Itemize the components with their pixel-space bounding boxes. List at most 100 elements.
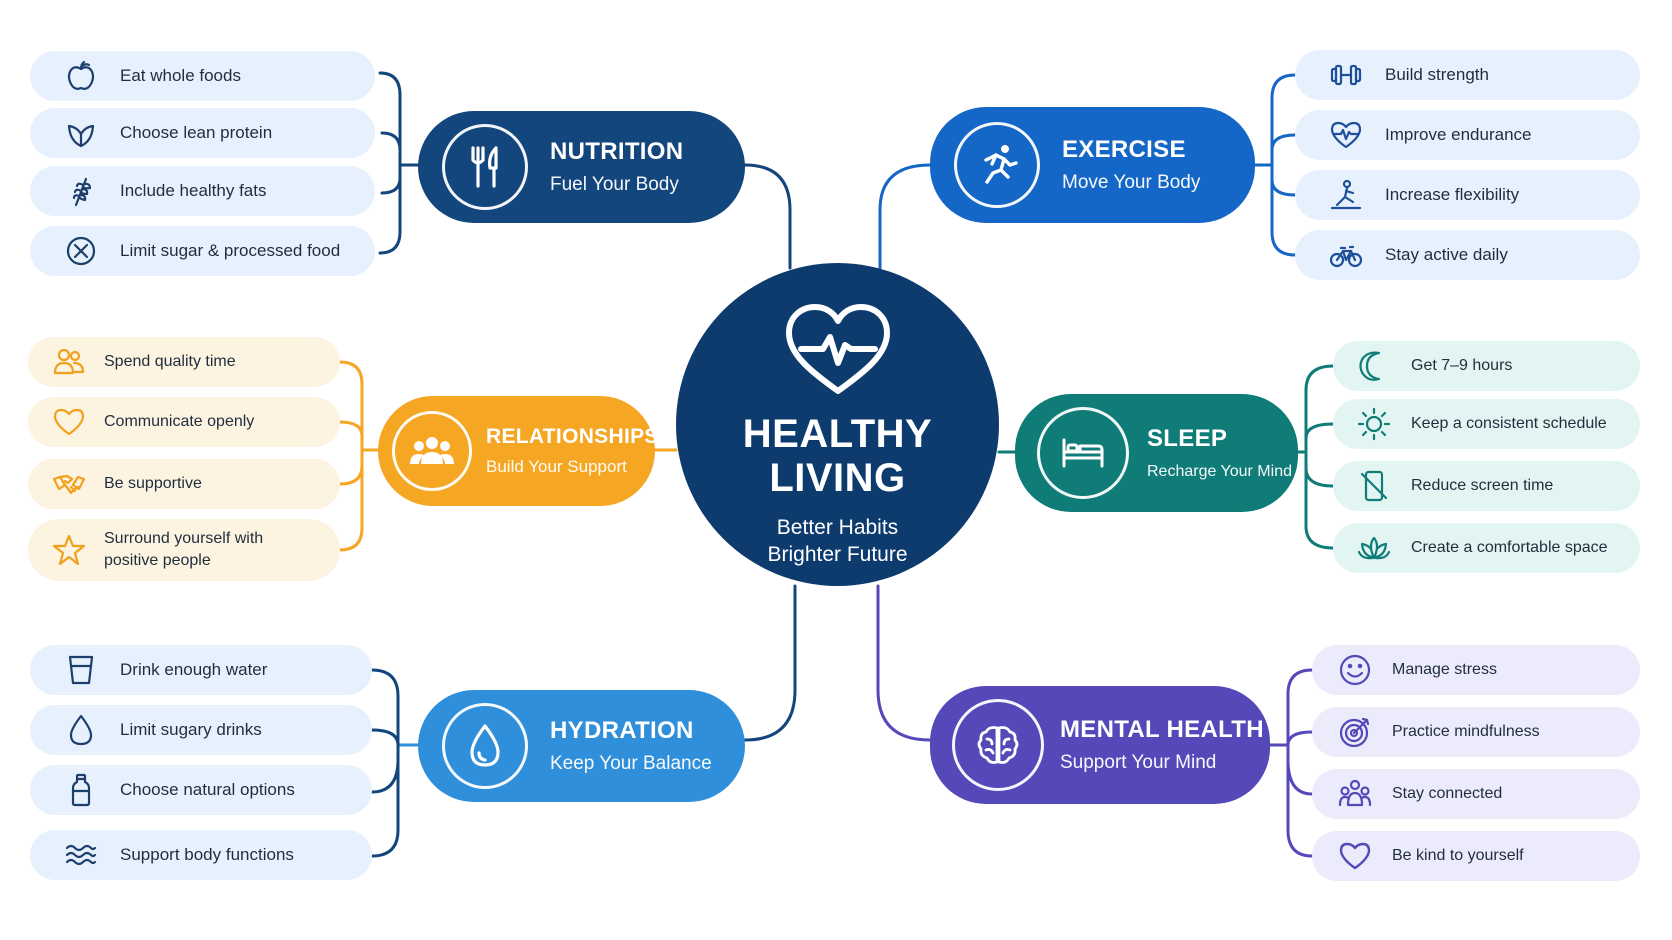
branch-hydration-subtitle: Keep Your Balance — [550, 753, 712, 774]
leaf-label: Surround yourself with positive people — [104, 529, 264, 569]
branch-nutrition-subtitle: Fuel Your Body — [550, 174, 679, 195]
mental-health-leaf[interactable]: Stay connected — [1312, 769, 1640, 819]
handshake-icon — [50, 465, 88, 503]
leaf-icon — [62, 114, 100, 152]
moon-icon — [1355, 347, 1393, 385]
mental-health-leaf[interactable]: Manage stress — [1312, 645, 1640, 695]
bed-icon — [1037, 407, 1129, 499]
branch-exercise[interactable]: EXERCISE Move Your Body — [930, 107, 1255, 223]
leaf-label: Manage stress — [1392, 660, 1497, 678]
sleep-leaf[interactable]: Get 7–9 hours — [1333, 341, 1640, 391]
hydration-leaf[interactable]: Drink enough water — [30, 645, 372, 695]
leaf-label: Limit sugar & processed food — [120, 241, 341, 261]
leaf-label: Reduce screen time — [1411, 476, 1554, 494]
leaf-label: Keep a consistent schedule — [1411, 414, 1607, 432]
glass-icon — [62, 651, 100, 689]
nutrition-leaf[interactable]: Limit sugar & processed food — [30, 226, 375, 276]
leaf-label: Include healthy fats — [120, 181, 267, 201]
leaf-label: Practice mindfulness — [1392, 722, 1540, 740]
hydration-leaf[interactable]: Support body functions — [30, 830, 372, 880]
nutrition-leaf[interactable]: Choose lean protein — [30, 108, 375, 158]
leaf-label: Support body functions — [120, 845, 294, 865]
sun-icon — [1355, 405, 1393, 443]
exercise-leaf[interactable]: Improve endurance — [1295, 110, 1640, 160]
branch-relationships-title: RELATIONSHIPS — [486, 425, 659, 448]
target-icon — [1336, 713, 1374, 751]
nutrition-leaf[interactable]: Include healthy fats — [30, 166, 375, 216]
branch-hydration-title: HYDRATION — [550, 717, 694, 744]
hydration-leaf[interactable]: Choose natural options — [30, 765, 372, 815]
leaf-label: Improve endurance — [1385, 125, 1532, 145]
bottle-icon — [62, 771, 100, 809]
relationships-leaf[interactable]: Be supportive — [28, 459, 340, 509]
leaf-label: Be supportive — [104, 474, 202, 492]
exercise-leaf[interactable]: Build strength — [1295, 50, 1640, 100]
heart-outline-icon — [50, 403, 88, 441]
leaf-label: Drink enough water — [120, 660, 268, 680]
leaf-label: Choose lean protein — [120, 123, 273, 143]
heart-kind-icon — [1336, 837, 1374, 875]
smile-icon — [1336, 651, 1374, 689]
leaf-label: Stay connected — [1392, 784, 1503, 802]
bicycle-icon — [1327, 236, 1365, 274]
heartbeat-icon — [1327, 116, 1365, 154]
branch-nutrition-title: NUTRITION — [550, 138, 684, 165]
nutrition-leaf[interactable]: Eat whole foods — [30, 51, 375, 101]
relationships-leaf[interactable]: Surround yourself with positive people — [28, 519, 340, 581]
leaf-label: Choose natural options — [120, 780, 295, 800]
leaf-label: Stay active daily — [1385, 245, 1508, 265]
mental-health-leaf[interactable]: Be kind to yourself — [1312, 831, 1640, 881]
sleep-leaf[interactable]: Keep a consistent schedule — [1333, 399, 1640, 449]
stretching-icon — [1327, 176, 1365, 214]
branch-mental-health-subtitle: Support Your Mind — [1060, 752, 1217, 773]
sleep-leaf[interactable]: Reduce screen time — [1333, 461, 1640, 511]
leaf-label: Communicate openly — [104, 412, 255, 430]
lotus-icon — [1355, 529, 1393, 567]
hydration-leaf[interactable]: Limit sugary drinks — [30, 705, 372, 755]
branch-sleep-subtitle: Recharge Your Mind — [1147, 463, 1292, 480]
fork-knife-icon — [442, 124, 528, 210]
branch-sleep-title: SLEEP — [1147, 425, 1228, 452]
branch-mental-health[interactable]: MENTAL HEALTH Support Your Mind — [930, 686, 1270, 804]
branch-exercise-title: EXERCISE — [1062, 136, 1186, 163]
relationships-leaf[interactable]: Communicate openly — [28, 397, 340, 447]
hub-subtitle: Better Habits Brighter Future — [767, 514, 907, 568]
star-icon — [50, 531, 88, 569]
hub-subtitle-line2: Brighter Future — [767, 543, 908, 566]
hub-title: HEALTHY LIVING — [742, 412, 933, 500]
sleep-leaf[interactable]: Create a comfortable space — [1333, 523, 1640, 573]
waves-icon — [62, 836, 100, 874]
runner-icon — [954, 122, 1040, 208]
wheat-icon — [62, 172, 100, 210]
leaf-label: Eat whole foods — [120, 66, 241, 86]
hub-node: HEALTHY LIVING Better Habits Brighter Fu… — [676, 263, 999, 586]
branch-relationships-subtitle: Build Your Support — [486, 457, 627, 476]
exercise-leaf[interactable]: Stay active daily — [1295, 230, 1640, 280]
branch-nutrition[interactable]: NUTRITION Fuel Your Body — [418, 111, 745, 223]
branch-mental-health-title: MENTAL HEALTH — [1060, 716, 1264, 743]
people-icon — [50, 343, 88, 381]
water-drop-icon — [442, 703, 528, 789]
hub-subtitle-line1: Better Habits — [776, 516, 899, 539]
phone-off-icon — [1355, 467, 1393, 505]
branch-relationships[interactable]: RELATIONSHIPS Build Your Support — [378, 396, 658, 506]
dumbbell-icon — [1327, 56, 1365, 94]
exercise-leaf[interactable]: Increase flexibility — [1295, 170, 1640, 220]
leaf-label: Be kind to yourself — [1392, 846, 1524, 864]
leaf-label: Spend quality time — [104, 352, 236, 370]
leaf-label: Limit sugary drinks — [120, 720, 262, 740]
drop-icon — [62, 711, 100, 749]
mental-health-leaf[interactable]: Practice mindfulness — [1312, 707, 1640, 757]
leaf-label: Get 7–9 hours — [1411, 356, 1513, 374]
relationships-leaf[interactable]: Spend quality time — [28, 337, 340, 387]
community-icon — [1336, 775, 1374, 813]
branch-sleep[interactable]: SLEEP Recharge Your Mind — [1015, 394, 1298, 512]
apple-icon — [62, 57, 100, 95]
leaf-label: Increase flexibility — [1385, 185, 1520, 205]
no-sign-icon — [62, 232, 100, 270]
brain-icon — [952, 699, 1044, 791]
branch-exercise-subtitle: Move Your Body — [1062, 172, 1201, 193]
branch-hydration[interactable]: HYDRATION Keep Your Balance — [418, 690, 745, 802]
leaf-label: Build strength — [1385, 65, 1489, 85]
